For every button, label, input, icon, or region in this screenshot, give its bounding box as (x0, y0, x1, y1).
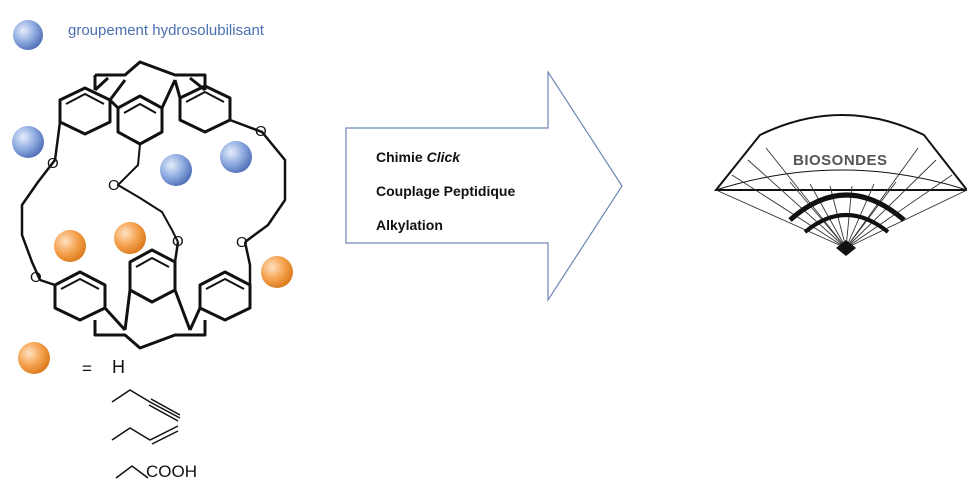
fan-label: BIOSONDES (793, 152, 888, 169)
legend-orange-sphere (18, 342, 50, 374)
alkene-structure (111, 425, 179, 445)
reaction-click-chemistry: Chimie Click (376, 146, 515, 180)
blue-sphere-1 (12, 126, 44, 158)
reaction-click-italic: Click (426, 149, 461, 165)
atom-o-6: O (30, 269, 42, 286)
alkyne-structure (111, 389, 181, 422)
legend-blue-label: groupement hydrosolubilisant (68, 22, 264, 39)
reaction-alkylation: Alkylation (376, 217, 443, 233)
atom-o-2: O (255, 123, 267, 140)
orange-sphere-1 (54, 230, 86, 262)
cooh-label: COOH (146, 462, 197, 481)
orange-sphere-3 (261, 256, 293, 288)
blue-sphere-2 (160, 154, 192, 186)
hydrogen-label: H (112, 357, 125, 377)
atom-o-1: O (47, 155, 59, 172)
atom-o-5: O (236, 234, 248, 251)
arrow-reaction-list: Chimie Click Couplage Peptidique Alkylat… (376, 146, 515, 248)
molecule-structure (20, 60, 287, 350)
atom-o-4: O (172, 233, 184, 250)
legend-blue-sphere (13, 20, 43, 50)
reaction-click-prefix: Chimie (376, 149, 427, 165)
reaction-peptide-coupling: Couplage Peptidique (376, 183, 516, 199)
carboxymethyl-structure (115, 465, 149, 479)
blue-sphere-3 (220, 141, 252, 173)
fan-icon (713, 114, 967, 256)
orange-sphere-2 (114, 222, 146, 254)
equals-sign: = (82, 359, 92, 378)
process-arrow (345, 69, 623, 303)
atom-o-3: O (108, 177, 120, 194)
